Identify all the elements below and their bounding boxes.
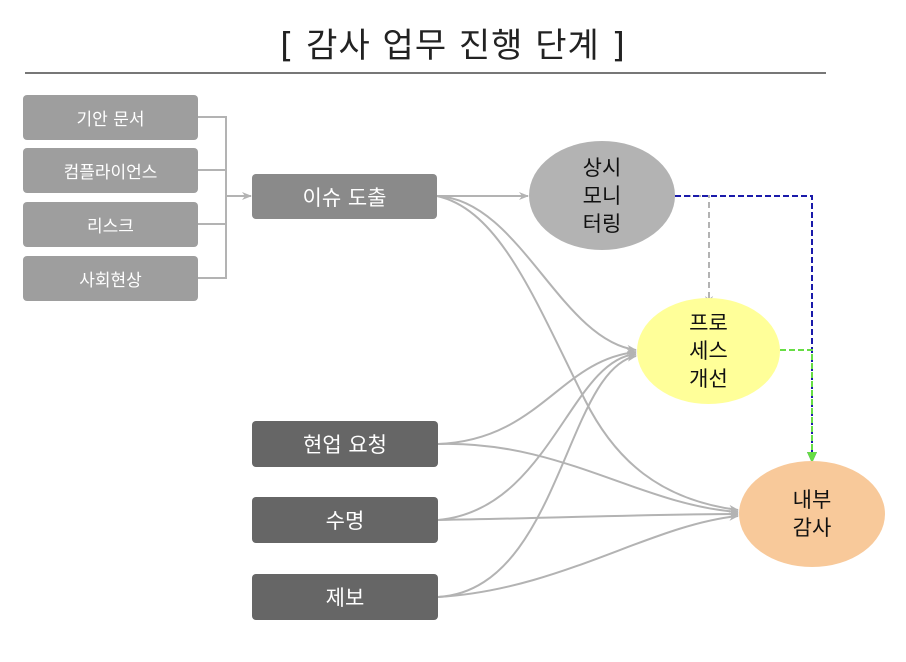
- source-box-risk: 리스크: [23, 202, 198, 247]
- edge-req3-audit: [437, 512, 739, 598]
- request-box-report: 제보: [252, 574, 438, 620]
- issue-label: 이슈 도출: [302, 185, 387, 210]
- node-monitoring: 상시 모니 터링: [529, 141, 675, 250]
- issue-flows: [436, 192, 739, 513]
- node-text-line: 프로: [689, 311, 728, 335]
- edge-process-audit: [780, 349, 817, 463]
- issue-box: 이슈 도출: [252, 174, 437, 219]
- request-box-order: 수명: [252, 497, 438, 543]
- request-label: 수명: [325, 509, 365, 533]
- node-text-line: 세스: [689, 339, 728, 363]
- edge-monitoring-audit: [675, 195, 817, 463]
- node-internal-audit: 내부 감사: [739, 461, 885, 567]
- edge-req1-audit: [437, 442, 739, 516]
- edge-req2-audit: [437, 510, 739, 521]
- node-text-line: 내부: [792, 488, 832, 512]
- edge-issue-process: [436, 195, 637, 353]
- edge-issue-audit: [436, 195, 739, 513]
- title-divider: [25, 72, 826, 74]
- edge-monitoring-process: [675, 195, 713, 306]
- node-text-line: 터링: [582, 211, 622, 236]
- source-label: 리스크: [87, 217, 134, 237]
- edge-req2-process: [437, 350, 637, 521]
- request-box-field: 현업 요청: [252, 421, 438, 467]
- source-label: 기안 문서: [76, 110, 145, 130]
- edge-req1-process: [437, 348, 637, 445]
- source-bracket: [198, 116, 252, 279]
- request-flows: [437, 348, 739, 598]
- diagram-title: [ 감사 업무 진행 단계 ]: [280, 26, 626, 66]
- source-box-draft-docs: 기안 문서: [23, 95, 198, 140]
- node-process-improvement: 프로 세스 개선: [637, 298, 780, 404]
- source-box-social: 사회현상: [23, 256, 198, 301]
- request-label: 현업 요청: [303, 433, 387, 457]
- source-label: 컴플라이언스: [63, 163, 158, 183]
- source-label: 사회현상: [79, 271, 142, 291]
- request-label: 제보: [325, 586, 365, 610]
- node-text-line: 상시: [582, 155, 622, 180]
- node-text-line: 모니: [582, 183, 622, 208]
- node-text-line: 감사: [792, 516, 832, 540]
- node-text-line: 개선: [689, 367, 728, 391]
- edge-req3-process: [437, 353, 637, 598]
- source-box-compliance: 컴플라이언스: [23, 148, 198, 193]
